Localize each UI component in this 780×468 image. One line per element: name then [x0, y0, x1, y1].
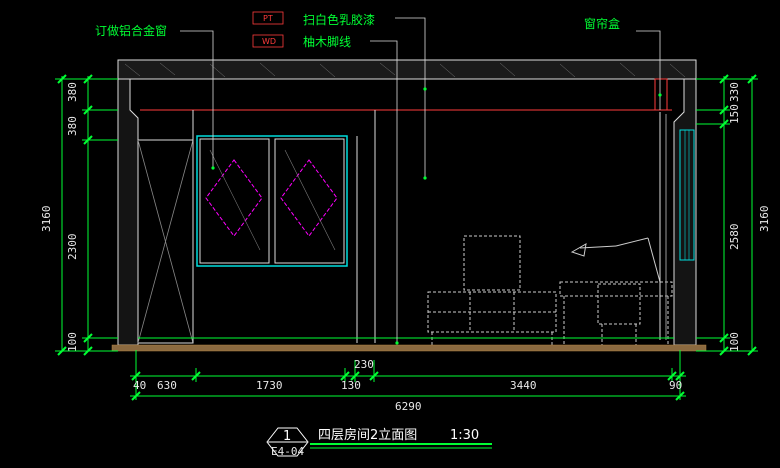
left-wall: [117, 78, 139, 346]
dim-bottom-3440: 3440: [510, 379, 537, 392]
dim-left-100: 100: [66, 332, 79, 352]
bottom-dimension-lines: [130, 350, 686, 400]
leaders: [180, 17, 661, 343]
paint-code: PT: [263, 14, 273, 23]
floor: [111, 344, 707, 352]
drawing-scale: 1:30: [450, 428, 479, 443]
dim-right-2580: 2580: [728, 224, 741, 251]
dim-bottom-630: 630: [157, 379, 177, 392]
tv-cabinet: [427, 291, 557, 345]
dim-bottom-90: 90: [669, 379, 682, 392]
slab-hatch: [124, 62, 686, 78]
aluminium-window: [196, 135, 348, 267]
curtain: [659, 112, 695, 340]
dim-bottom-230: 230: [354, 358, 374, 371]
dim-left-3160: 3160: [40, 206, 53, 233]
curtain-box-section: [654, 78, 668, 111]
dim-left-380-top: 380: [66, 82, 79, 102]
tv-monitor: [463, 235, 521, 291]
desk: [559, 281, 673, 345]
ceiling-slab: [117, 59, 697, 80]
skirting-code: WD: [262, 37, 276, 46]
skirting-label: 柚木脚线: [303, 34, 351, 49]
title-sheet: E4-04: [271, 445, 304, 458]
paint-label: 扫白色乳胶漆: [303, 12, 375, 27]
title-number: 1: [283, 429, 291, 444]
drawing-title: 四层房间2立面图: [318, 427, 417, 443]
dim-right-100: 100: [728, 332, 741, 352]
curtain-box-label: 窗帘盒: [584, 16, 620, 31]
title-block: [266, 427, 492, 457]
dim-right-150: 150: [728, 104, 741, 124]
dim-left-380: 380: [66, 116, 79, 136]
dim-left-2300: 2300: [66, 234, 79, 261]
dim-bottom-1730: 1730: [256, 379, 283, 392]
left-dimension-lines: [55, 76, 118, 352]
dim-bottom-6290: 6290: [395, 400, 422, 413]
window-label: 订做铝合金窗: [95, 23, 167, 38]
right-dimension-lines: [696, 76, 758, 352]
dim-bottom-40: 40: [133, 379, 146, 392]
desk-lamp: [570, 237, 661, 283]
dim-right-330: 330: [728, 82, 741, 102]
dim-bottom-130: 130: [341, 379, 361, 392]
dim-right-3160: 3160: [758, 206, 771, 233]
